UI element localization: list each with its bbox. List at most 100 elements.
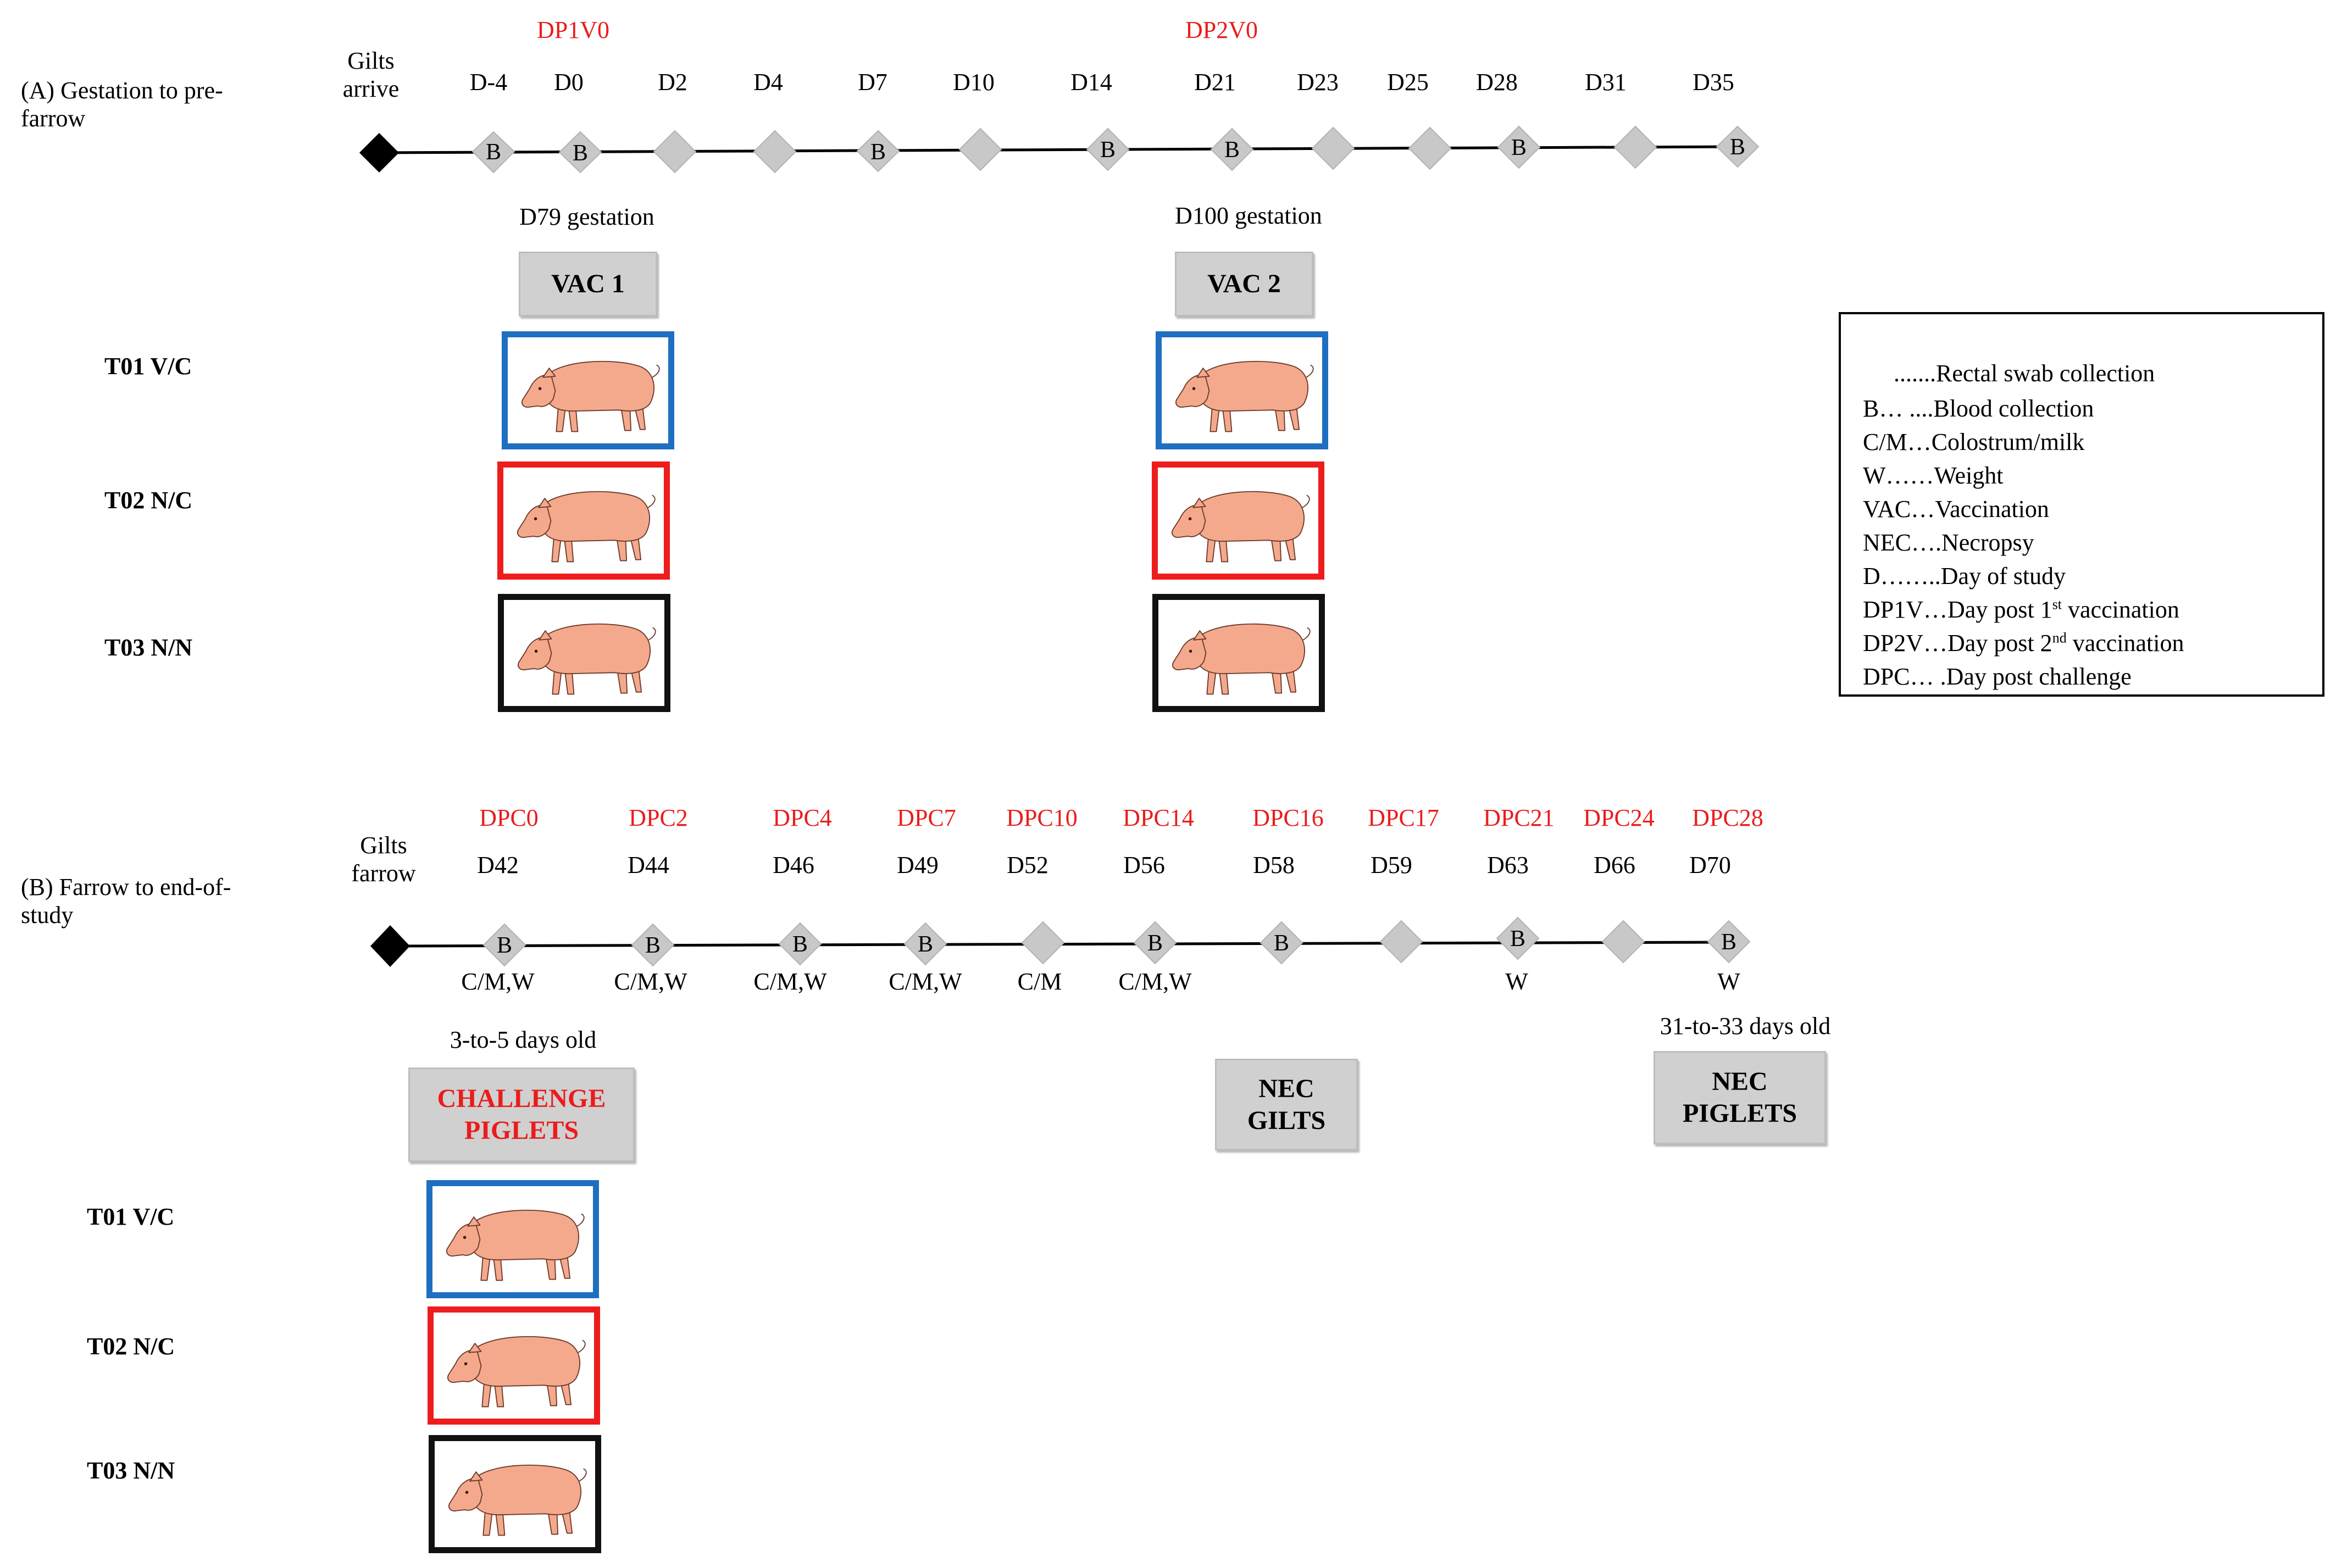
day-label: D31: [1585, 69, 1627, 96]
dpc-label: DPC4: [773, 804, 832, 831]
pig-icon: [521, 360, 660, 432]
legend-blood: B… ....Blood collection: [1863, 395, 2094, 422]
swab-diamond: [778, 922, 822, 966]
day-label: D23: [1297, 69, 1339, 96]
blood-marker: B: [1224, 137, 1240, 163]
day-label: D2: [658, 69, 687, 96]
swab-diamond: [856, 130, 900, 173]
group-label-t03: T03 N/N: [104, 634, 193, 661]
group-label-t02: T02 N/C: [87, 1333, 175, 1360]
group-label-t01: T01 V/C: [87, 1203, 175, 1230]
legend-vac: VAC…Vaccination: [1863, 496, 2049, 522]
gilts-farrow-label: Gilts farrow: [351, 832, 416, 887]
swab-diamond: [1497, 125, 1541, 169]
swab-diamond: [471, 131, 515, 174]
day-label: D4: [753, 69, 783, 96]
pig-box-t01-vac2: [1156, 331, 1328, 449]
pig-box-t03-challenge: [429, 1435, 601, 1553]
day-label: D14: [1070, 69, 1112, 96]
blood-marker: B: [486, 140, 501, 165]
swab-diamond: [1021, 921, 1065, 965]
age-nec-label: 31-to-33 days old: [1660, 1013, 1831, 1039]
dpc-label: DPC21: [1483, 804, 1555, 831]
day-label: D42: [477, 852, 519, 878]
blood-marker: B: [918, 932, 933, 957]
vac1-box: VAC 1: [519, 252, 657, 316]
age-challenge-label: 3-to-5 days old: [450, 1026, 597, 1053]
swab-diamond: [482, 923, 526, 967]
blood-marker: B: [870, 140, 886, 165]
dpc-label: DPC7: [897, 804, 956, 831]
swab-diamond: [631, 923, 675, 967]
sample-label: C/M,W: [889, 968, 962, 995]
day-label: D44: [628, 852, 669, 878]
pig-icon: [1172, 623, 1311, 694]
day-label: D21: [1194, 69, 1236, 96]
pig-box-t03-vac2: [1152, 594, 1325, 712]
swab-diamond: [1408, 126, 1452, 170]
blood-marker: B: [792, 932, 808, 957]
pig-icon: [518, 623, 656, 694]
pig-icon: [448, 1464, 587, 1536]
legend-dp1v-text-end: vaccination: [2062, 596, 2179, 623]
legend-colostrum: C/M…Colostrum/milk: [1863, 429, 2085, 455]
pig-icon: [517, 491, 656, 562]
swab-diamond: [958, 127, 1002, 171]
legend-box: .......Rectal swab collection B… ....Blo…: [1839, 312, 2324, 697]
pig-box-t02-vac1: [497, 461, 670, 580]
panel-a-title: (A) Gestation to pre-farrow: [21, 77, 223, 132]
legend-dp1v-sup: st: [2052, 596, 2062, 613]
dpc-label: DPC28: [1692, 804, 1763, 831]
gestation-label-2: D100 gestation: [1175, 202, 1322, 229]
legend-dp1v: DP1V…Day post 1st vaccination: [1863, 596, 2179, 623]
nec-piglets-box: NEC PIGLETS: [1653, 1051, 1826, 1144]
start-diamond-a: [359, 133, 399, 173]
pig-box-t02-challenge: [428, 1306, 600, 1425]
swab-diamond: [1311, 126, 1355, 170]
day-label: D58: [1253, 852, 1295, 878]
dpc-label: DPC10: [1006, 804, 1078, 831]
swab-diamond: [1716, 125, 1760, 168]
day-label: D66: [1594, 852, 1635, 878]
blood-marker: B: [1510, 926, 1525, 952]
dp2v0-label: DP2V0: [1185, 16, 1258, 43]
legend-day: D……..Day of study: [1863, 563, 2066, 590]
blood-marker: B: [1100, 137, 1116, 163]
sample-label: C/M,W: [1118, 968, 1192, 995]
swab-diamond: [558, 131, 602, 174]
group-label-t01: T01 V/C: [104, 353, 192, 380]
legend-weight: W……Weight: [1863, 462, 2004, 489]
sample-label: W: [1717, 968, 1740, 995]
start-diamond-b: [370, 925, 410, 967]
day-label: D63: [1487, 852, 1529, 878]
blood-marker: B: [1274, 931, 1289, 956]
blood-marker: B: [1147, 931, 1163, 956]
dpc-label: DPC2: [629, 804, 688, 831]
blood-marker: B: [645, 933, 661, 958]
swab-diamond: [1613, 125, 1657, 169]
day-label: D35: [1693, 69, 1734, 96]
blood-marker: B: [573, 141, 588, 166]
blood-marker: B: [497, 933, 512, 958]
pig-icon: [447, 1336, 586, 1407]
swab-diamond: [1210, 127, 1254, 171]
day-label: D25: [1387, 69, 1429, 96]
day-label: D10: [953, 69, 995, 96]
day-label: D46: [773, 852, 814, 878]
legend-dp2v-text-end: vaccination: [2066, 630, 2184, 657]
dpc-label: DPC0: [479, 804, 539, 831]
day-label: D56: [1123, 852, 1165, 878]
group-label-t03: T03 N/N: [87, 1457, 175, 1484]
day-label: D49: [897, 852, 939, 878]
dpc-label: DPC14: [1123, 804, 1194, 831]
pig-box-t02-vac2: [1152, 461, 1324, 580]
legend-nec: NEC….Necropsy: [1863, 529, 2034, 556]
gestation-label-1: D79 gestation: [519, 203, 654, 230]
legend-rectal: .......Rectal swab collection: [1894, 360, 2155, 387]
vac2-box: VAC 2: [1175, 252, 1313, 316]
swab-diamond: [753, 130, 797, 174]
day-label: D70: [1689, 852, 1731, 878]
sample-label: C/M: [1017, 968, 1062, 995]
nec-gilts-box: NEC GILTS: [1215, 1059, 1358, 1150]
